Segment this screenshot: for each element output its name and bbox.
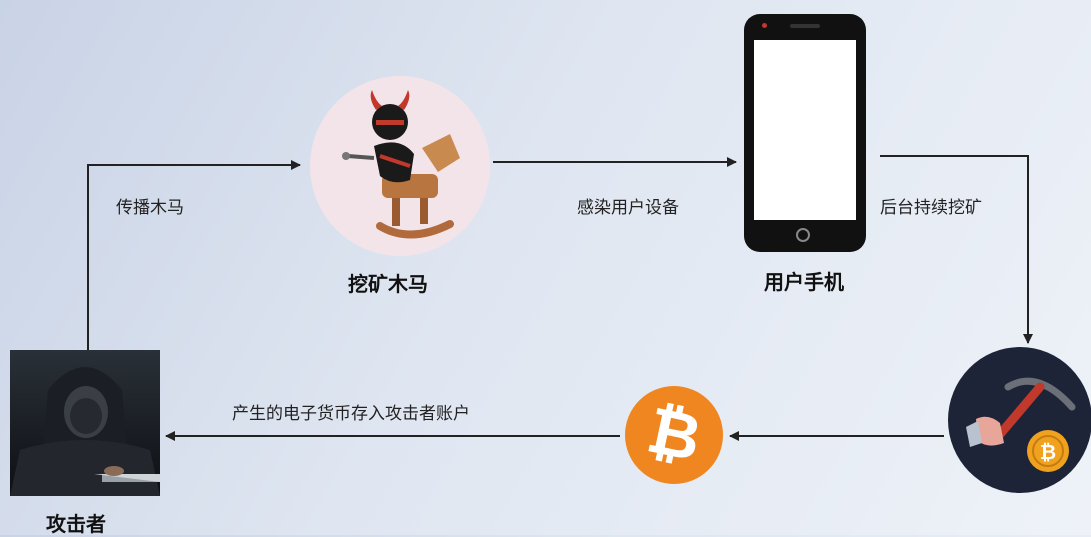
home-button-icon [796,228,810,242]
trojan-node [310,76,490,256]
trojan-label: 挖矿木马 [348,272,428,296]
devil-on-horse-icon [342,90,460,239]
phone-screen [754,40,856,220]
edge-label-spread-trojan: 传播木马 [116,198,184,218]
arrow-phone-to-mining [880,155,1033,344]
hooded-hacker-icon [10,350,160,496]
speaker-slot [790,24,820,28]
edge-label-deposit-to-attacker: 产生的电子货币存入攻击者账户 [232,404,470,424]
smartphone-icon [744,14,866,252]
arrow-attacker-to-trojan [87,160,301,350]
bitcoin-coin-icon: ₿ [625,386,723,484]
pickaxe-bitcoin-icon: ₿ [948,347,1091,493]
attacker-label: 攻击者 [46,512,106,536]
camera-dot [762,23,767,28]
edge-label-background-mining: 后台持续挖矿 [880,198,982,218]
edge-label-infect-device: 感染用户设备 [577,198,679,218]
bitcoin-symbol: ₿ [640,393,708,477]
svg-text:₿: ₿ [1040,440,1056,464]
phone-label: 用户手机 [764,270,844,294]
